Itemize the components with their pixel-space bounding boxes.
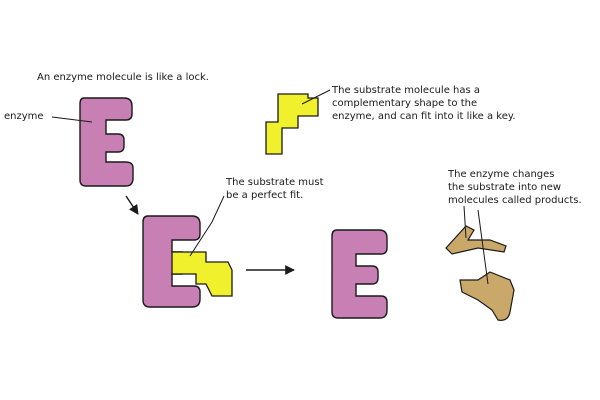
product-shape-1 [445, 225, 507, 255]
products-caption-line-2: the substrate into new [448, 182, 562, 193]
product-leader-line-2 [477, 209, 489, 285]
fit-caption-line-1: The substrate must [226, 177, 324, 188]
substrate-caption-line-3: enzyme, and can fit into it like a key. [332, 111, 516, 122]
enzyme-leader-line [51, 116, 93, 123]
products-caption-line-3: molecules called products. [448, 195, 582, 206]
fit-caption-line-2: be a perfect fit. [226, 190, 304, 201]
substrate-caption: The substrate molecule has a complementa… [332, 84, 516, 123]
enzyme-label: enzyme [4, 111, 44, 122]
fit-leader-line [189, 195, 225, 257]
products-caption: The enzyme changes the substrate into ne… [448, 168, 582, 207]
bound-substrate-shape [171, 251, 233, 297]
step-arrow-down [125, 195, 139, 215]
product-shape-2 [459, 271, 515, 321]
substrate-caption-line-2: complementary shape to the [332, 98, 478, 109]
substrate-caption-line-1: The substrate molecule has a [332, 85, 481, 96]
released-enzyme-shape [331, 229, 388, 319]
substrate-leader-line [301, 89, 331, 105]
substrate-shape [265, 93, 319, 155]
enzyme-shape [79, 97, 134, 187]
fit-caption: The substrate must be a perfect fit. [226, 176, 324, 202]
lock-caption: An enzyme molecule is like a lock. [37, 72, 209, 83]
product-leader-line-1 [463, 205, 467, 239]
products-caption-line-1: The enzyme changes [448, 169, 555, 180]
